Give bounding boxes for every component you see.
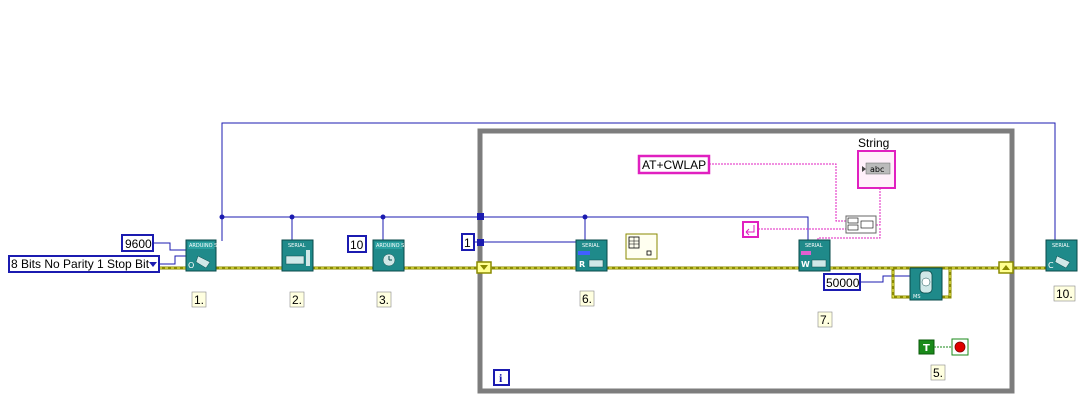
serial-configure-block[interactable]: SERIAL	[281, 239, 314, 272]
step-label-5: 5.	[930, 364, 946, 381]
svg-text:R: R	[579, 260, 585, 269]
stop-true-constant[interactable]: T	[918, 339, 935, 355]
dropdown-arrow-icon[interactable]	[149, 262, 157, 267]
port-config-icon	[285, 255, 305, 265]
concatenate-strings-node[interactable]	[845, 215, 877, 234]
while-loop-frame[interactable]	[477, 128, 1015, 394]
arduino-serial-timeout-block[interactable]: ARDUINO SERIAL	[372, 239, 419, 272]
serial-close-block[interactable]: SERIAL C	[1045, 239, 1078, 272]
svg-text:SERIAL: SERIAL	[805, 243, 823, 249]
svg-text:7.: 7.	[820, 313, 830, 327]
step-label-1: 1.	[191, 291, 207, 308]
loop-iteration-terminal[interactable]: i	[493, 369, 510, 386]
svg-text:5.: 5.	[933, 366, 943, 380]
string-indicator[interactable]: abc	[857, 150, 896, 189]
svg-text:AT+CWLAP: AT+CWLAP	[642, 158, 706, 172]
step-label-2: 2.	[289, 291, 305, 308]
svg-text:SERIAL: SERIAL	[582, 243, 600, 249]
at-command-constant[interactable]: AT+CWLAP	[637, 154, 711, 175]
svg-text:SERIAL: SERIAL	[288, 243, 306, 249]
shift-register-right[interactable]	[998, 261, 1014, 274]
serial-config-ring[interactable]: 8 Bits No Parity 1 Stop Bit	[8, 255, 160, 273]
serial-read-block[interactable]: SERIAL R	[575, 239, 608, 272]
buffer-icon	[578, 251, 590, 255]
hand-unplug-icon	[1054, 255, 1071, 269]
baud-rate-constant[interactable]: 9600	[121, 234, 154, 252]
loop-stop-terminal[interactable]	[951, 338, 969, 356]
svg-text:1.: 1.	[194, 293, 204, 307]
svg-text:50000: 50000	[826, 276, 860, 290]
svg-text:1: 1	[464, 236, 471, 250]
svg-text:10: 10	[350, 238, 364, 252]
svg-text:C: C	[1048, 261, 1054, 270]
string-indicator-label: String	[858, 136, 889, 150]
svg-text:MS: MS	[913, 294, 921, 300]
svg-text:9600: 9600	[125, 237, 152, 251]
timeout-constant[interactable]: 10	[347, 235, 367, 253]
stop-icon	[954, 341, 966, 353]
hand-plug-icon	[195, 255, 211, 269]
svg-text:i: i	[499, 371, 503, 385]
svg-text:10.: 10.	[1056, 287, 1073, 301]
svg-text:ARDUINO SERIAL: ARDUINO SERIAL	[376, 243, 419, 249]
blue-wires	[153, 122, 1056, 283]
arduino-serial-open-block[interactable]: ARDUINO SERIAL O	[185, 239, 232, 272]
loop-increment-constant[interactable]: 1	[461, 233, 475, 251]
step-label-3: 3.	[376, 291, 392, 308]
carriage-return-constant[interactable]	[742, 221, 759, 238]
svg-text:T: T	[923, 343, 930, 354]
open-letter: O	[188, 261, 194, 270]
step-label-10: 10.	[1053, 285, 1076, 302]
serial-write-block[interactable]: SERIAL W	[798, 239, 831, 272]
svg-text:6.: 6.	[582, 292, 592, 306]
wait-ms-block[interactable]: MS	[909, 267, 943, 301]
svg-text:2.: 2.	[292, 293, 302, 307]
array-indicator[interactable]	[625, 233, 658, 260]
step-label-6: 6.	[579, 290, 595, 307]
step-label-7: 7.	[817, 311, 833, 328]
return-arrow-icon	[745, 225, 755, 236]
svg-text:W: W	[801, 260, 810, 269]
svg-text:3.: 3.	[379, 293, 389, 307]
svg-text:abc: abc	[870, 165, 884, 174]
svg-text:SERIAL: SERIAL	[1052, 243, 1070, 249]
svg-text:ARDUINO SERIAL: ARDUINO SERIAL	[189, 243, 232, 249]
wait-ms-constant[interactable]: 50000	[823, 273, 861, 291]
shift-register-left[interactable]	[476, 261, 492, 274]
svg-text:8 Bits No Parity 1 Stop Bit: 8 Bits No Parity 1 Stop Bit	[11, 257, 150, 271]
